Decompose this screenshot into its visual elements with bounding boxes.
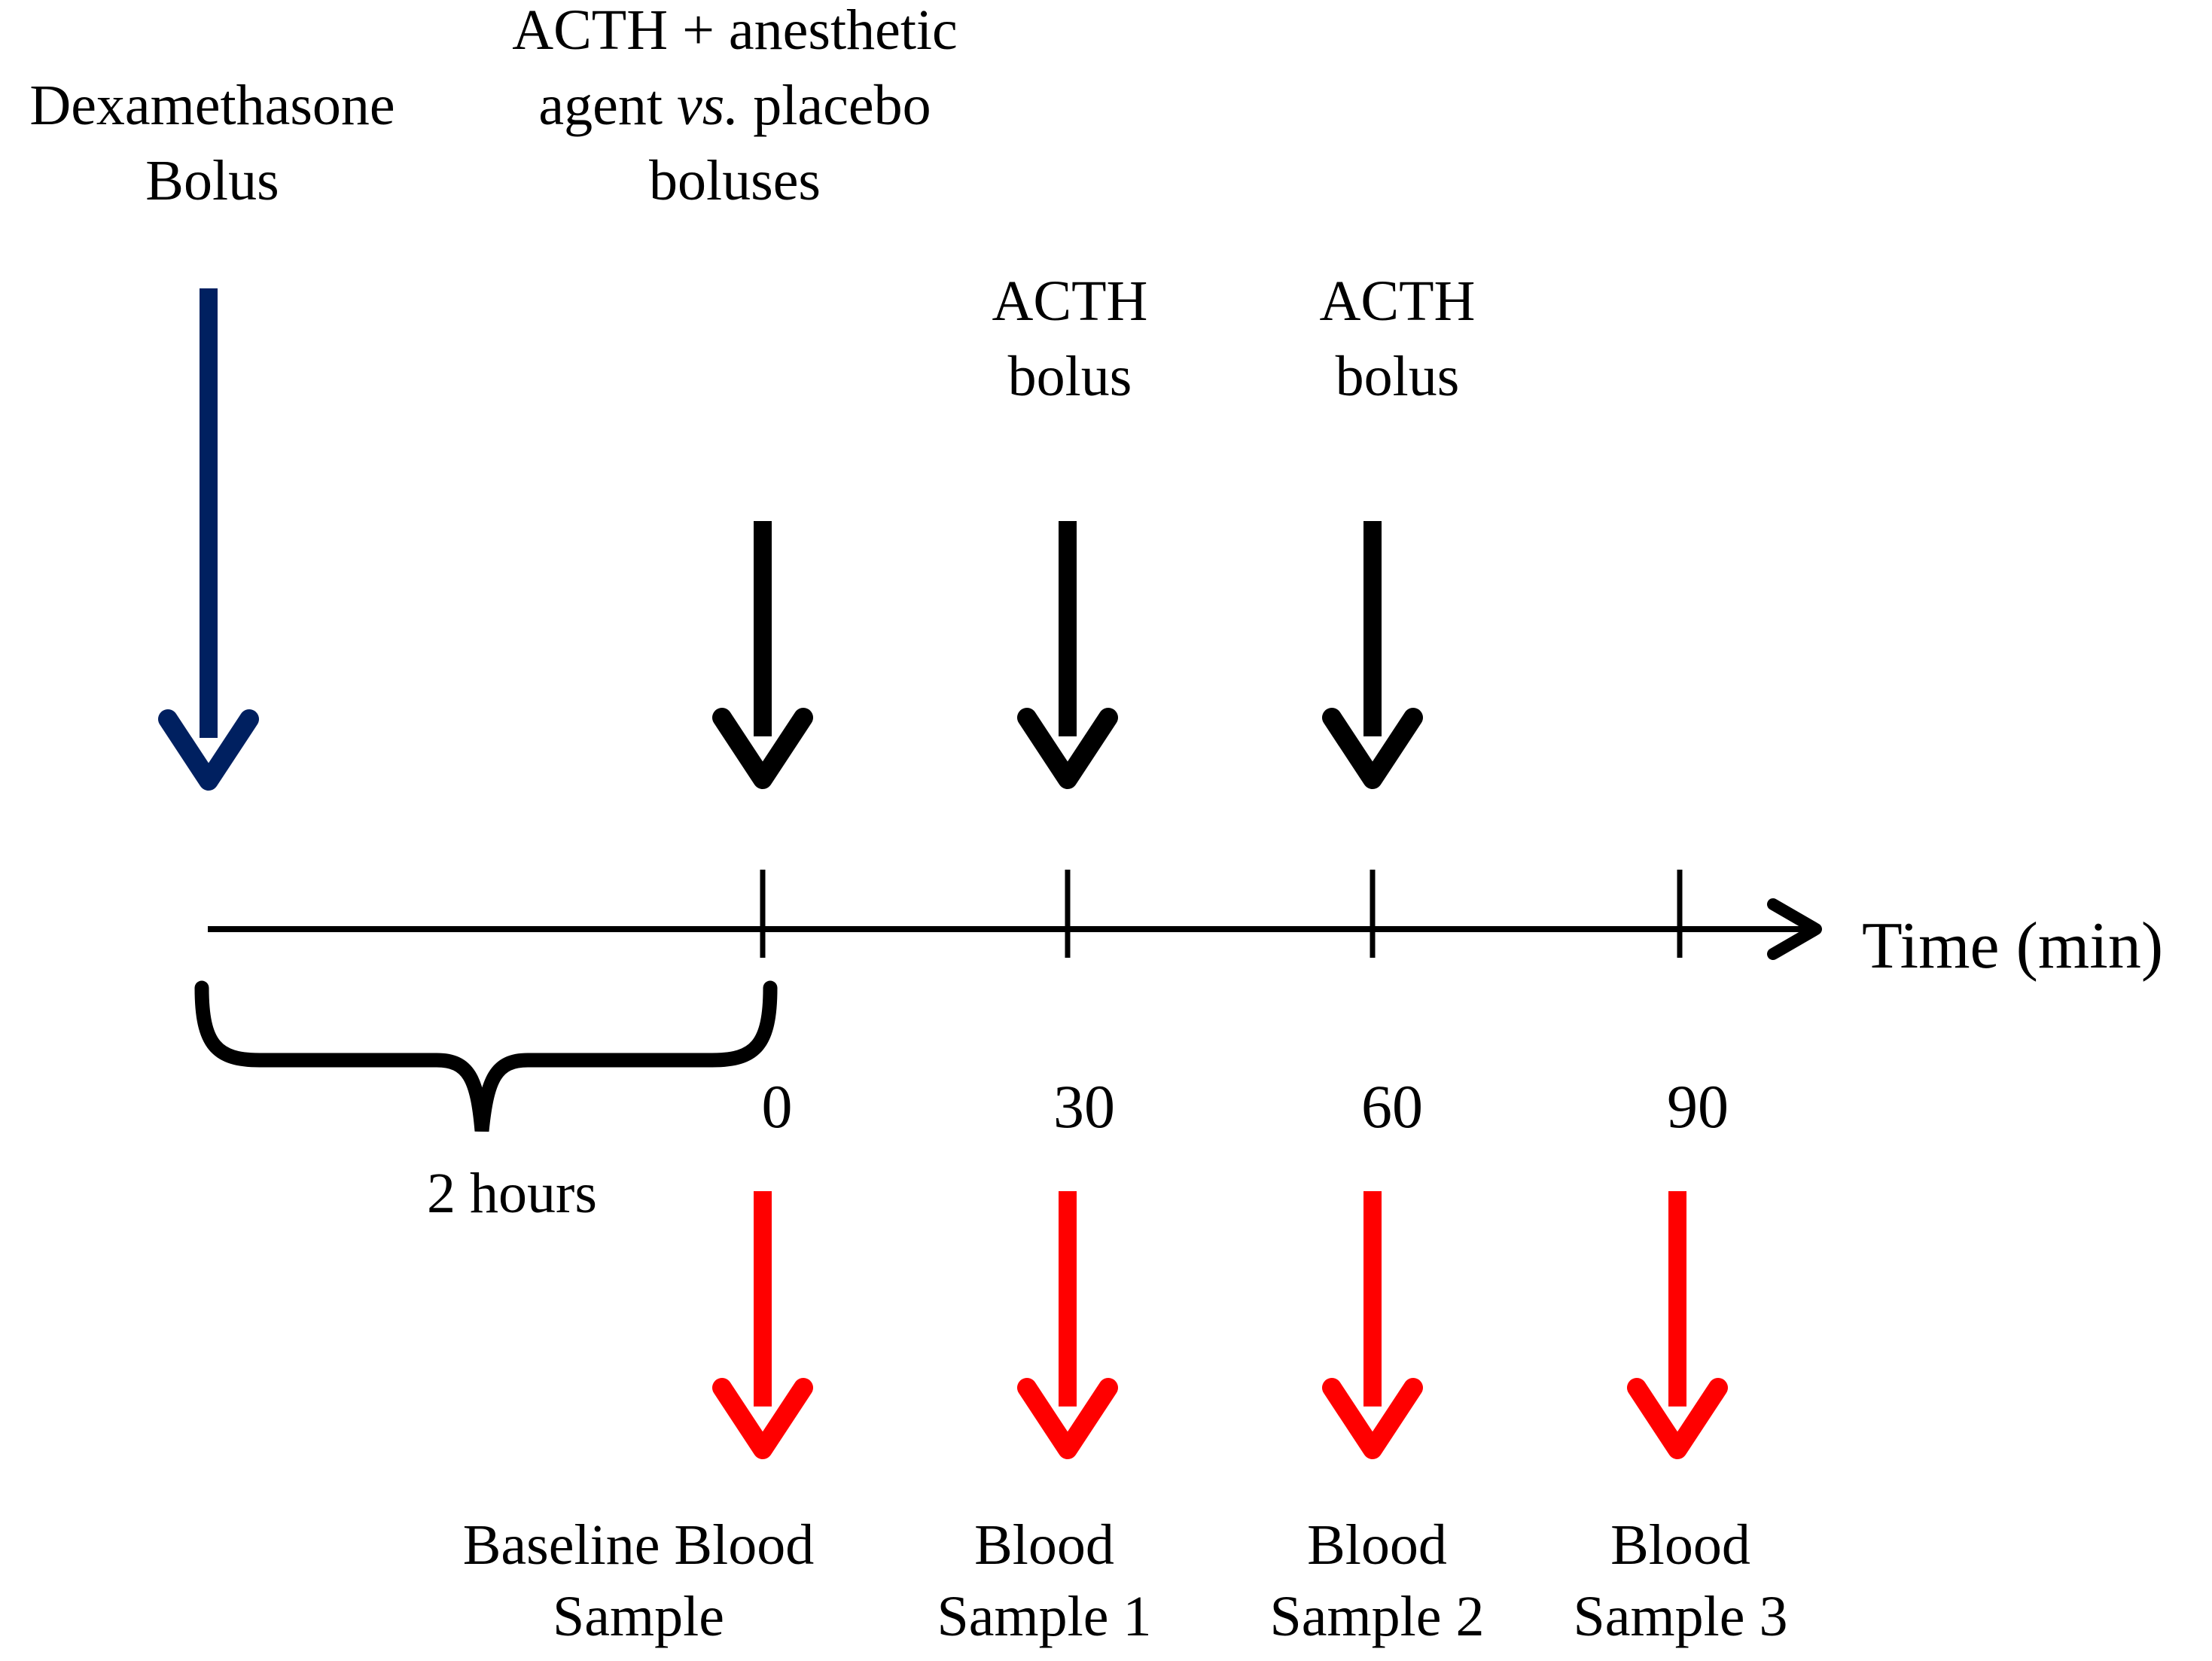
two-hours-brace [194,980,778,1132]
tick-label-60: 60 [1361,1072,1423,1141]
blood-sample-3-arrow-icon [1627,1191,1728,1459]
blood-sample-2-label-line1: Blood [1307,1513,1447,1577]
acth-bolus-60-label-line1: ACTH [1319,270,1476,333]
blood-sample-1-label-line1: Blood [974,1513,1114,1577]
acth-placebo-label-line2: agent vs. placebo [396,68,1074,143]
blood-sample-2-label: Blood Sample 2 [1114,1510,1641,1653]
blood-sample-1-arrow-icon [1017,1191,1118,1459]
acth-placebo-label-line3: boluses [649,149,821,212]
acth-placebo-label-vs: vs. [676,74,739,137]
tick-label-30: 30 [1053,1072,1115,1141]
baseline-blood-sample-arrow-icon [712,1191,813,1459]
acth-placebo-boluses-label: ACTH + anesthetic agent vs. placebo bolu… [396,0,1074,218]
acth-bolus-60-label: ACTH bolus [1172,264,1623,414]
dexamethasone-bolus-label: Dexamethasone Bolus [0,68,476,218]
acth-bolus-30-label-line1: ACTH [992,270,1148,333]
blood-sample-2-label-line2: Sample 2 [1269,1585,1485,1648]
acth-bolus-30-label-line2: bolus [1007,345,1132,408]
time-axis-label: Time (min) [1862,910,2164,983]
acth-placebo-label-line2-pre: agent [538,74,677,137]
blood-sample-1-label: Blood Sample 1 [781,1510,1308,1653]
acth-bolus-arrow-30-icon [1017,521,1118,789]
acth-bolus-60-label-line2: bolus [1335,345,1460,408]
blood-sample-3-label: Blood Sample 3 [1417,1510,1944,1653]
blood-sample-2-arrow-icon [1322,1191,1423,1459]
acth-placebo-label-line1: ACTH + anesthetic [512,0,958,62]
tick-label-0: 0 [761,1072,793,1141]
acth-bolus-30-label: ACTH bolus [844,264,1296,414]
dexamethasone-bolus-label-line1: Dexamethasone [29,74,395,137]
axis-arrowhead-icon [1767,898,1822,960]
acth-placebo-bolus-arrow-icon [712,521,813,789]
blood-sample-1-label-line2: Sample 1 [937,1585,1152,1648]
baseline-blood-sample-label-line2: Sample [553,1585,724,1648]
baseline-blood-sample-label-line1: Baseline Blood [462,1513,815,1577]
two-hours-label: 2 hours [427,1162,597,1225]
acth-placebo-label-line2-post: placebo [739,74,931,137]
baseline-blood-sample-label: Baseline Blood Sample [375,1510,902,1653]
acth-bolus-arrow-60-icon [1322,521,1423,789]
blood-sample-3-label-line1: Blood [1610,1513,1750,1577]
tick-label-90: 90 [1667,1072,1729,1141]
timeline-axis [208,870,1822,960]
dexamethasone-bolus-arrow-icon [158,288,259,791]
blood-sample-3-label-line2: Sample 3 [1573,1585,1788,1648]
dexamethasone-bolus-label-line2: Bolus [145,149,279,212]
